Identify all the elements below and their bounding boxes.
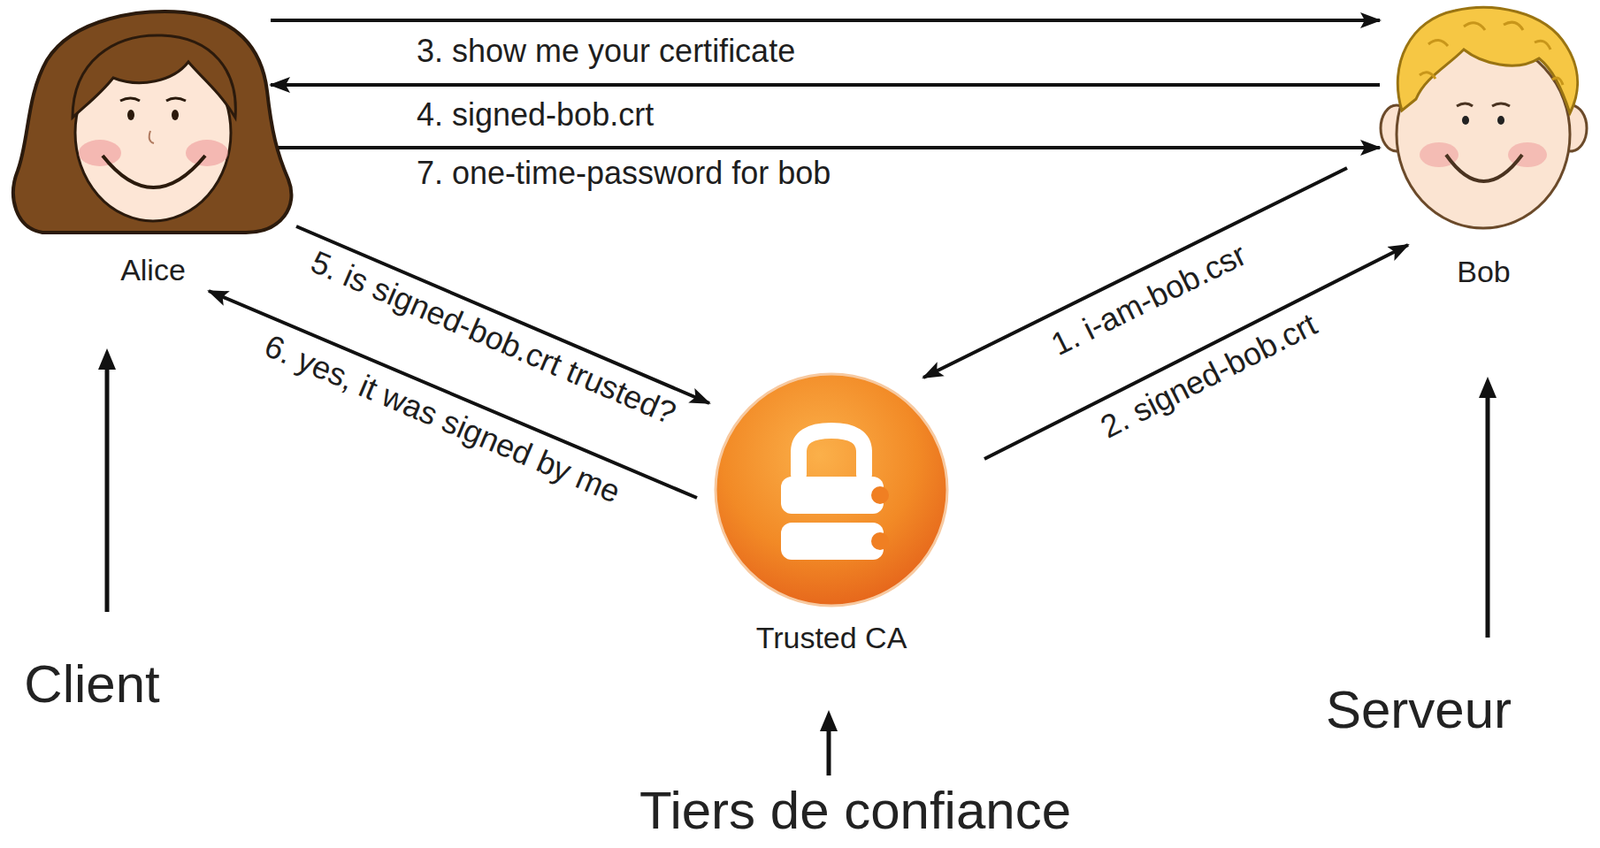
message-label: 3. show me your certificate	[413, 32, 799, 69]
message-arrow	[270, 145, 1380, 150]
shape-part	[120, 98, 140, 101]
alice-illustration	[7, 7, 299, 242]
leader-arrow	[826, 720, 832, 776]
shape-part	[149, 130, 154, 144]
message-arrow	[270, 18, 1380, 23]
shape-part	[1446, 154, 1523, 182]
shape-part	[1462, 115, 1470, 125]
shape-part	[1419, 22, 1563, 85]
shape-part	[13, 11, 291, 233]
shape-part	[871, 486, 889, 505]
ca-lock-icon	[711, 370, 951, 610]
shape-part	[166, 98, 186, 101]
leader-arrow	[1485, 387, 1491, 638]
message-label: 4. signed-bob.crt	[413, 96, 658, 133]
message-arrow	[270, 83, 1380, 87]
shape-part	[780, 476, 884, 514]
shape-part	[715, 374, 948, 606]
role-label: Tiers de confiance	[639, 780, 1072, 842]
shape-part	[72, 35, 236, 118]
shape-part	[871, 532, 889, 551]
shape-part	[78, 139, 122, 167]
leader-arrow	[105, 359, 110, 613]
shape-part	[1497, 115, 1505, 125]
shape-part	[127, 109, 135, 121]
shape-part	[1456, 103, 1473, 107]
shape-part	[1492, 103, 1510, 107]
message-label: 5. is signed-bob.crt trusted?	[301, 242, 684, 434]
node-label: Trusted CA	[756, 620, 908, 657]
shape-part	[185, 139, 229, 167]
shape-part	[171, 109, 179, 121]
role-label: Serveur	[1325, 679, 1512, 741]
shape-part	[1397, 7, 1578, 114]
message-label: 1. i-am-bob.csr	[1041, 234, 1256, 365]
role-label: Client	[23, 653, 160, 715]
shape-part	[102, 155, 206, 188]
person-node: Alice	[7, 7, 299, 289]
node-label: Alice	[120, 252, 186, 289]
shape-part	[798, 430, 865, 475]
message-label: 7. one-time-password for bob	[413, 154, 835, 192]
person-node: Bob	[1375, 0, 1593, 291]
shape-part	[780, 522, 884, 560]
authority-node: Trusted CA	[711, 370, 951, 657]
node-label: Bob	[1456, 253, 1511, 291]
bob-illustration	[1375, 0, 1593, 235]
